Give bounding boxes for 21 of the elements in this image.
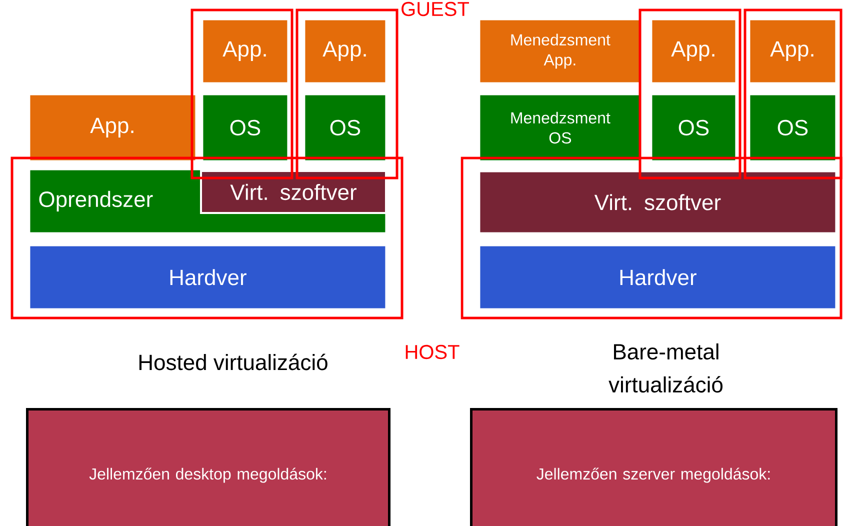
app-box: App. xyxy=(305,20,386,82)
guest-label: GUEST xyxy=(402,2,469,16)
app-box: App. xyxy=(30,95,196,160)
app-box: App. xyxy=(203,20,288,82)
os-box: Menedzsment OS xyxy=(480,95,640,160)
virtualization-box: Virt. szoftver xyxy=(200,170,387,214)
host-label: HOST xyxy=(406,344,460,360)
virtualization-box: Virt. szoftver xyxy=(480,172,836,232)
hardware-box: Hardver xyxy=(30,246,386,308)
caption: Bare-metal virtualizáció xyxy=(608,343,723,393)
note-box: Jellemzően desktop megoldások: xyxy=(26,408,390,526)
app-box: App. xyxy=(652,20,736,82)
os-box: OS xyxy=(203,95,288,160)
app-box: App. xyxy=(750,20,836,82)
note-box: Jellemzően szerver megoldások: xyxy=(470,408,838,526)
os-box: OS xyxy=(750,95,836,160)
os-box: OS xyxy=(652,95,736,160)
caption: Hosted virtualizáció xyxy=(139,354,328,370)
hardware-box: Hardver xyxy=(480,246,836,308)
app-box: Menedzsment App. xyxy=(480,20,640,82)
os-box: OS xyxy=(305,95,386,160)
